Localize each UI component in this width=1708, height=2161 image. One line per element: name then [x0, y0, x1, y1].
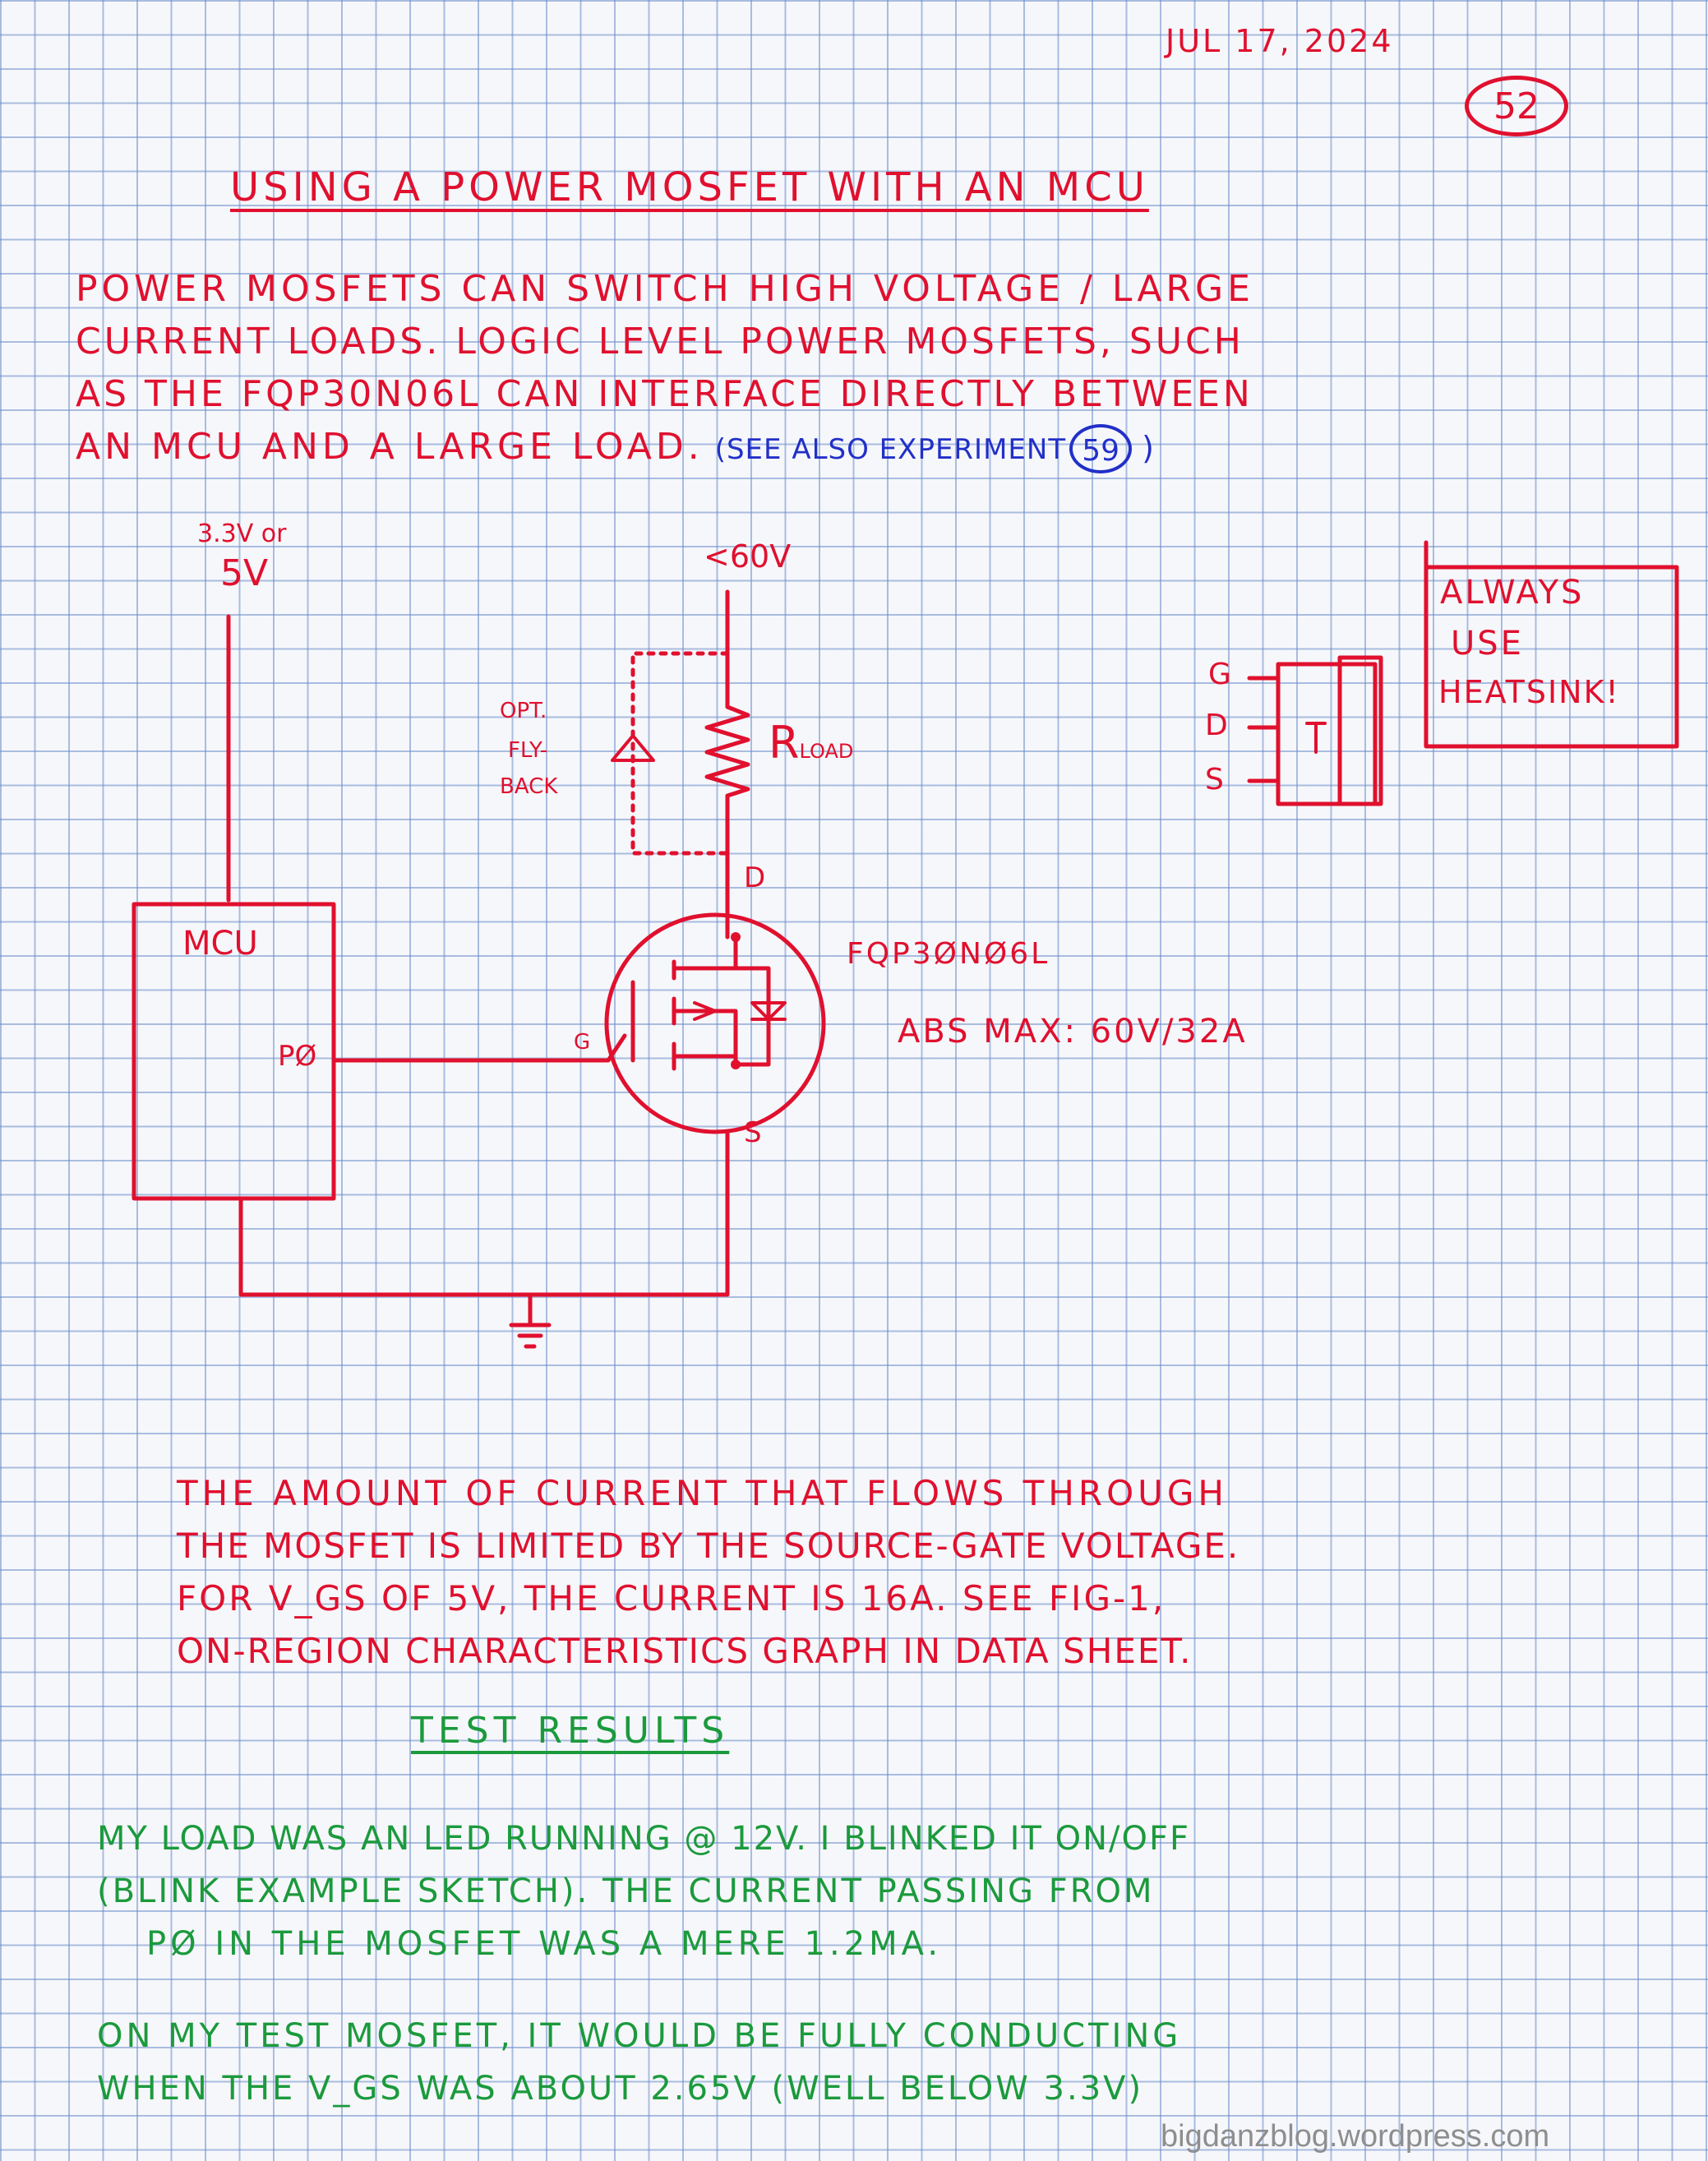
source-dot [731, 1060, 741, 1069]
body-diode [750, 1001, 787, 1021]
experiment-ref-circle: 59 [1069, 424, 1133, 473]
heatsink-note-box [1424, 540, 1679, 749]
resistor-symbol: R [769, 717, 800, 769]
test-results-paragraph-1: My load was an LED running @ 12V. I blin… [97, 1812, 1190, 1970]
experiment-ref: 59 [1082, 434, 1120, 468]
test-line-2: (Blink example sketch). The current pass… [97, 1872, 1155, 1910]
package-pin-s: S [1205, 763, 1224, 797]
heatsink-note-3: HEATSINK! [1438, 674, 1620, 710]
test-results-paragraph-2: On my test MOSFET, it would be fully con… [97, 2010, 1181, 2115]
supply-label-1: 3.3V or [197, 519, 287, 548]
mosfet-internal [672, 935, 771, 1067]
page-number-circle: 52 [1465, 76, 1568, 136]
date: Jul 17, 2024 [1166, 23, 1394, 59]
arrow [693, 1001, 717, 1021]
package-mark [1305, 722, 1327, 754]
mosfet-circle [604, 912, 826, 1134]
test-line-3: PØ in the MOSFET was a mere 1.2µA. [146, 1925, 943, 1963]
mcu-label: MCU [182, 925, 258, 963]
drain-label: D [744, 861, 766, 894]
package-body [1276, 662, 1378, 806]
abs-max-rating: ABS MAX: 60V/32A [898, 1013, 1248, 1050]
current-note-line-2: the MOSFET is limited by the source-gate… [177, 1526, 1240, 1566]
page-title: Using a Power MOSFET with an MCU [230, 164, 1149, 210]
intro-line-1: Power MOSFETs can switch high voltage / … [76, 268, 1254, 310]
package-tab [1337, 655, 1383, 806]
gate-label: G [574, 1030, 591, 1055]
intro-line-4: an MCU and a large load. (see also exper… [76, 421, 1254, 476]
flyback-label-2: FLY- [508, 738, 548, 763]
flyback-loop [630, 651, 730, 856]
intro-line-4-text: an MCU and a large load. [76, 426, 704, 468]
gate-wire [331, 1033, 627, 1063]
test-line-4: On my test MOSFET, it would be fully con… [97, 2017, 1182, 2055]
source-lead [238, 1130, 730, 1297]
ground-symbol [509, 1292, 552, 1349]
see-also-prefix: (see also experiment [714, 433, 1067, 466]
package-pin-g: G [1208, 658, 1231, 691]
flyback-label-1: OPT. [500, 699, 547, 723]
drain-dot [731, 932, 741, 942]
pin-label: PØ [278, 1040, 317, 1073]
current-note: The amount of current that flows through… [177, 1467, 1239, 1678]
intro-line-2: current loads. Logic level power MOSFETs… [76, 321, 1244, 362]
load-resistor [704, 688, 750, 882]
current-note-line-4: on-region characteristics graph in data … [177, 1631, 1193, 1671]
heatsink-note-1: ALWAYS [1440, 574, 1585, 612]
test-results-heading: Test Results [411, 1710, 730, 1752]
test-line-5: when the V_GS was about 2.65V (well belo… [97, 2070, 1144, 2108]
resistor-subscript: LOAD [799, 740, 854, 763]
current-note-line-1: The amount of current that flows through [177, 1473, 1228, 1513]
intro-paragraph: Power MOSFETs can switch high voltage / … [76, 263, 1254, 476]
flyback-diode [611, 734, 655, 762]
see-also-suffix: ) [1142, 430, 1154, 466]
package-pins [1247, 676, 1281, 783]
source-label: S [744, 1116, 762, 1149]
flyback-label-3: BACK [500, 774, 558, 799]
package-pin-d: D [1205, 709, 1228, 742]
mcu-box [132, 902, 336, 1201]
part-number: FQP3ØNØ6L [847, 937, 1050, 971]
heatsink-note-2: USE [1451, 625, 1524, 663]
intro-line-3: as the FQP30N06L can interface directly … [76, 373, 1253, 415]
supply-label-2: 5V [220, 552, 269, 594]
max-voltage-label: <60V [704, 538, 792, 575]
resistor-label: RLOAD [769, 717, 853, 769]
page-number: 52 [1493, 85, 1540, 127]
watermark: bigdanzblog.wordpress.com [1161, 2119, 1550, 2154]
current-note-line-3: for V_GS of 5V, the current is 16A. See … [177, 1578, 1166, 1618]
test-line-1: My load was an LED running @ 12V. I blin… [97, 1820, 1190, 1858]
